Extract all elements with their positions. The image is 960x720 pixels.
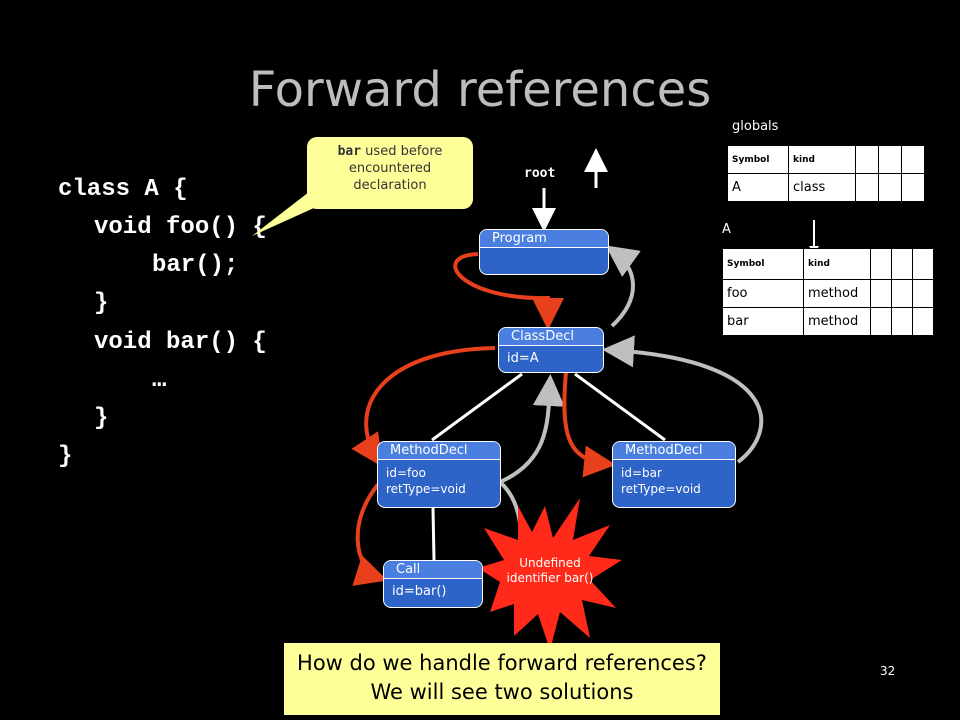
scope-a-header-symbol: Symbol	[722, 248, 804, 280]
code-line-2: void foo() {	[94, 214, 267, 241]
globals-row-symbol: A	[727, 173, 789, 202]
code-line-6: …	[152, 367, 167, 394]
error-burst-text: Undefined identifier bar()	[478, 556, 622, 586]
node-call-header: Call	[384, 561, 482, 579]
callout-text-2: encountered	[348, 161, 432, 176]
bottom-note-line2: We will see two solutions	[370, 680, 634, 704]
callout-bubble: bar used before encountered declaration	[307, 137, 473, 209]
globals-label: globals	[732, 119, 779, 134]
code-line-5: void bar() {	[94, 329, 267, 356]
edge-class-foo	[431, 372, 523, 442]
edge-foo-call	[431, 507, 436, 561]
node-method-foo-header: MethodDecl	[378, 442, 500, 460]
node-classdecl-header: ClassDecl	[499, 328, 603, 346]
node-program: Program	[479, 229, 609, 275]
node-program-header: Program	[480, 230, 608, 248]
gray-return-class-program	[605, 245, 641, 328]
code-line-4: }	[94, 290, 109, 317]
code-line-7: }	[94, 405, 109, 432]
node-call: Call id=bar()	[383, 560, 483, 608]
code-line-1: class A {	[58, 176, 188, 203]
bottom-note-line1: How do we handle forward references?	[297, 651, 707, 675]
gray-return-foo-class	[499, 374, 565, 484]
table-row: foo method	[722, 279, 934, 308]
red-class-bar	[562, 371, 616, 478]
node-method-foo-rettype: retType=void	[386, 482, 466, 496]
globals-table: Symbol kind A class	[727, 145, 925, 202]
red-foo-call	[352, 478, 388, 586]
node-classdecl-id: id=A	[507, 351, 539, 366]
red-class-foo	[351, 346, 496, 467]
node-classdecl: ClassDecl id=A	[498, 327, 604, 373]
node-method-bar-header: MethodDecl	[613, 442, 735, 460]
scope-a-row-symbol-1: foo	[722, 279, 804, 308]
root-label: root	[524, 166, 556, 181]
scope-a-header-kind: kind	[803, 248, 871, 280]
callout-code: bar	[337, 144, 362, 159]
node-method-foo: MethodDecl id=foo retType=void	[377, 441, 501, 508]
scope-a-row-kind-1: method	[803, 279, 871, 308]
slide-title: Forward references	[248, 62, 712, 118]
code-line-8: }	[58, 443, 73, 470]
globals-header-symbol: Symbol	[727, 145, 789, 174]
node-method-bar: MethodDecl id=bar retType=void	[612, 441, 736, 508]
callout-text-1: used before	[361, 144, 443, 159]
page-number: 32	[880, 664, 896, 678]
error-burst-shape	[478, 498, 622, 650]
code-line-3: bar();	[152, 252, 239, 279]
callout-text-3: declaration	[353, 178, 427, 193]
error-burst-line2: identifier bar()	[506, 571, 594, 585]
node-call-id: id=bar()	[392, 584, 447, 599]
node-method-bar-rettype: retType=void	[621, 482, 701, 496]
node-method-bar-id: id=bar	[621, 466, 662, 480]
globals-row-kind: class	[788, 173, 856, 202]
red-program-class	[453, 252, 564, 330]
scope-a-row-symbol-2: bar	[722, 307, 804, 336]
table-row: A class	[727, 173, 925, 202]
gray-return-bar-class	[602, 335, 764, 464]
scope-a-table: Symbol kind foo method bar method	[722, 248, 934, 336]
node-method-foo-id: id=foo	[386, 466, 426, 480]
table-row: bar method	[722, 307, 934, 336]
error-burst-line1: Undefined	[519, 556, 581, 570]
bottom-note: How do we handle forward references? We …	[284, 643, 720, 715]
scope-a-row-kind-2: method	[803, 307, 871, 336]
globals-header-kind: kind	[788, 145, 856, 174]
edge-class-bar	[574, 372, 666, 442]
scope-a-label: A	[722, 222, 731, 237]
